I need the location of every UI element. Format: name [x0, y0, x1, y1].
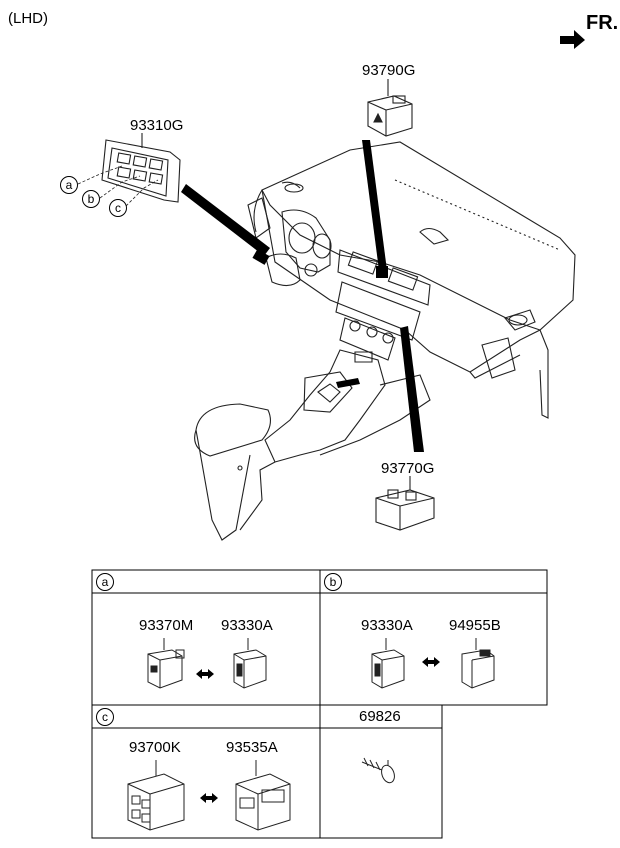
swap-arrow-icon	[196, 669, 214, 679]
callout-93770G: 93770G	[381, 460, 435, 477]
switch-panel-drawing	[101, 133, 181, 203]
part-93330A-b: 93330A	[361, 617, 413, 634]
console-switch-drawing	[375, 476, 435, 531]
dashboard-drawing	[194, 141, 576, 541]
callout-93310G: 93310G	[130, 117, 184, 134]
swap-arrow-icon	[200, 793, 218, 803]
leader-bands	[181, 140, 424, 452]
screw-icon	[361, 757, 395, 784]
callout-93790G: 93790G	[362, 62, 416, 79]
part-69826: 69826	[359, 708, 401, 725]
sub-label-c: c	[109, 199, 127, 217]
part-93535A: 93535A	[226, 739, 278, 756]
table-tag-a: a	[96, 573, 114, 591]
sub-label-b: b	[82, 190, 100, 208]
swap-arrow-icon	[422, 657, 440, 667]
sub-leader-lines	[77, 165, 159, 207]
hazard-switch-drawing	[367, 79, 413, 137]
cell-c-drawings	[127, 760, 291, 831]
cell-a-drawings	[147, 638, 267, 689]
table-tag-b: b	[324, 573, 342, 591]
variant-label: (LHD)	[8, 10, 48, 27]
part-93330A-a: 93330A	[221, 617, 273, 634]
part-93370M: 93370M	[139, 617, 194, 634]
part-94955B: 94955B	[449, 617, 501, 634]
parts-table	[91, 569, 548, 839]
table-tag-c: c	[96, 708, 114, 726]
direction-label: FR.	[586, 12, 619, 34]
front-arrow-icon	[560, 30, 585, 49]
sub-label-a: a	[60, 176, 78, 194]
part-93700K: 93700K	[129, 739, 181, 756]
cell-b-drawings	[371, 638, 495, 689]
